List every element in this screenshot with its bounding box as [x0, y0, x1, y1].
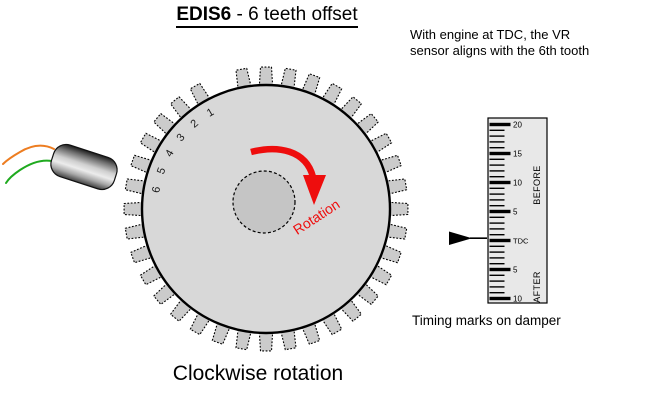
wheel-hub — [232, 170, 296, 234]
vr-sensor-body — [50, 143, 118, 191]
scale-minor-tick — [489, 193, 505, 195]
scale-minor-tick — [489, 129, 505, 131]
tooth-number-label: 6 — [150, 186, 163, 194]
scale-minor-tick — [489, 216, 505, 218]
vr-sensor — [50, 143, 118, 191]
scale-minor-tick — [489, 164, 505, 166]
scale-tick-label: TDC — [513, 236, 529, 245]
scale-minor-tick — [489, 222, 505, 224]
tdc-note: With engine at TDC, the VR sensor aligns… — [410, 27, 589, 59]
scale-tick-label: 20 — [513, 120, 522, 129]
scale-tick-label: 10 — [513, 294, 522, 303]
scale-minor-tick — [489, 228, 505, 230]
scale-minor-tick — [489, 234, 505, 236]
tooth-number-label: 1 — [205, 106, 216, 119]
timing-scale-caption: Timing marks on damper — [412, 313, 561, 328]
scale-minor-tick — [489, 251, 505, 253]
scale-minor-tick — [489, 274, 505, 276]
scale-major-tick — [489, 180, 511, 185]
scale-minor-tick — [489, 263, 505, 265]
title-product: EDIS6 — [176, 4, 232, 25]
title-suffix: - 6 teeth offset — [231, 4, 358, 25]
scale-minor-tick — [489, 205, 505, 207]
scale-tick-label: 10 — [513, 178, 522, 187]
page-title-underline: EDIS6 - 6 teeth offset — [176, 4, 358, 28]
scale-minor-tick — [489, 147, 505, 149]
tooth-number-label: 5 — [155, 166, 168, 176]
page-title: EDIS6 - 6 teeth offset — [0, 4, 534, 28]
vr-sensor-body-group — [50, 143, 118, 191]
scale-minor-tick — [489, 286, 505, 288]
scale-tick-label: 15 — [513, 149, 522, 158]
scale-after-label: AFTER — [532, 271, 542, 303]
scale-major-tick — [489, 296, 511, 301]
scale-minor-tick — [489, 280, 505, 282]
rotation-arrowhead — [303, 175, 326, 205]
scale-minor-tick — [489, 187, 505, 189]
scale-tick-label: 5 — [513, 265, 518, 274]
scale-major-tick — [489, 151, 511, 156]
tdc-pointer-triangle — [449, 231, 472, 245]
scale-minor-tick — [489, 292, 505, 294]
sensor-wire-orange — [2, 144, 55, 165]
scale-minor-tick — [489, 245, 505, 247]
tdc-pointer-arrow — [449, 231, 487, 245]
scale-major-tick — [489, 209, 511, 214]
tdc-note-line1: With engine at TDC, the VR — [410, 27, 571, 42]
clockwise-rotation-caption: Clockwise rotation — [172, 362, 344, 385]
scale-before-label: BEFORE — [532, 165, 542, 204]
tdc-note-line2: sensor aligns with the 6th tooth — [410, 43, 590, 58]
sensor-wires — [2, 144, 55, 184]
tooth-number-label: 4 — [163, 148, 176, 159]
scale-minor-tick — [489, 199, 505, 201]
scale-minor-tick — [489, 257, 505, 259]
scale-minor-tick — [489, 158, 505, 160]
scale-major-tick — [489, 238, 511, 243]
scale-minor-tick — [489, 141, 505, 143]
scale-minor-tick — [489, 170, 505, 172]
scale-minor-tick — [489, 176, 505, 178]
sensor-wire-green — [5, 159, 53, 184]
rotation-arrow-arc — [250, 145, 317, 179]
scale-tick-label: 5 — [513, 207, 518, 216]
scale-major-tick — [489, 267, 511, 272]
scale-minor-tick — [489, 135, 505, 137]
scale-major-tick — [489, 122, 511, 127]
